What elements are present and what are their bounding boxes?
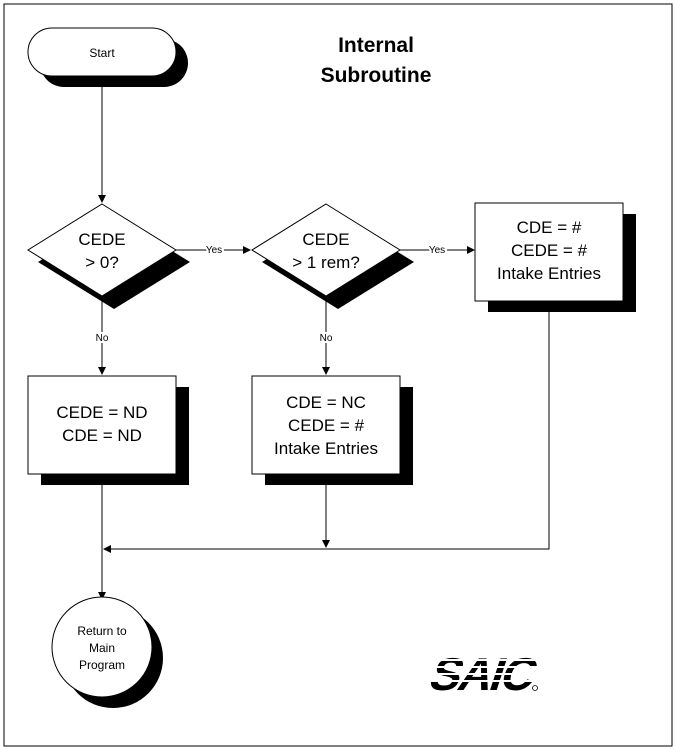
saic-logo: SAIC: [410, 649, 559, 701]
registered-mark-icon: [532, 685, 538, 691]
box-left-shape: [27, 375, 177, 475]
box-mid-label-2: CEDE = #: [288, 416, 365, 435]
edge-box-right-to-merge: [103, 301, 550, 553]
box-mid-shape: [251, 375, 401, 475]
box-mid-label-1: CDE = NC: [286, 393, 366, 412]
title-line-1: Internal: [338, 34, 414, 57]
edge-decision1-no-label: No: [96, 333, 109, 344]
return-node-shape: [51, 596, 153, 698]
edge-decision2-yes-label: Yes: [429, 245, 445, 256]
decision2-label-1: CEDE: [302, 230, 349, 249]
decision2-label-2: > 1 rem?: [292, 253, 360, 272]
edge-decision1-yes-label: Yes: [206, 245, 222, 256]
box-right-label-2: CEDE = #: [511, 241, 588, 260]
box-mid-label-3: Intake Entries: [274, 439, 378, 458]
start-node: Start: [27, 27, 188, 87]
decision2-node: CEDE > 1 rem?: [251, 203, 414, 309]
box-left-label-2: CDE = ND: [62, 426, 142, 445]
box-right-label-3: Intake Entries: [497, 264, 601, 283]
box-right-node: CDE = # CEDE = # Intake Entries: [474, 202, 636, 312]
edge-decision2-no-label: No: [320, 333, 333, 344]
box-left-node: CEDE = ND CDE = ND: [27, 375, 189, 485]
return-node: Return to Main Program: [51, 596, 163, 708]
box-left-label-1: CEDE = ND: [56, 403, 147, 422]
box-mid-node: CDE = NC CEDE = # Intake Entries: [251, 375, 413, 485]
start-label: Start: [89, 46, 115, 60]
decision1-node: CEDE > 0?: [27, 203, 190, 309]
title-line-2: Subroutine: [321, 64, 432, 87]
return-label-2: Main: [89, 641, 115, 655]
box-right-shape: [474, 202, 624, 302]
diagram-frame: [3, 3, 673, 747]
decision1-label-2: > 0?: [85, 253, 119, 272]
box-right-label-1: CDE = #: [517, 218, 582, 237]
decision1-label-1: CEDE: [78, 230, 125, 249]
return-label-3: Program: [79, 658, 125, 672]
return-label-1: Return to: [77, 624, 127, 638]
